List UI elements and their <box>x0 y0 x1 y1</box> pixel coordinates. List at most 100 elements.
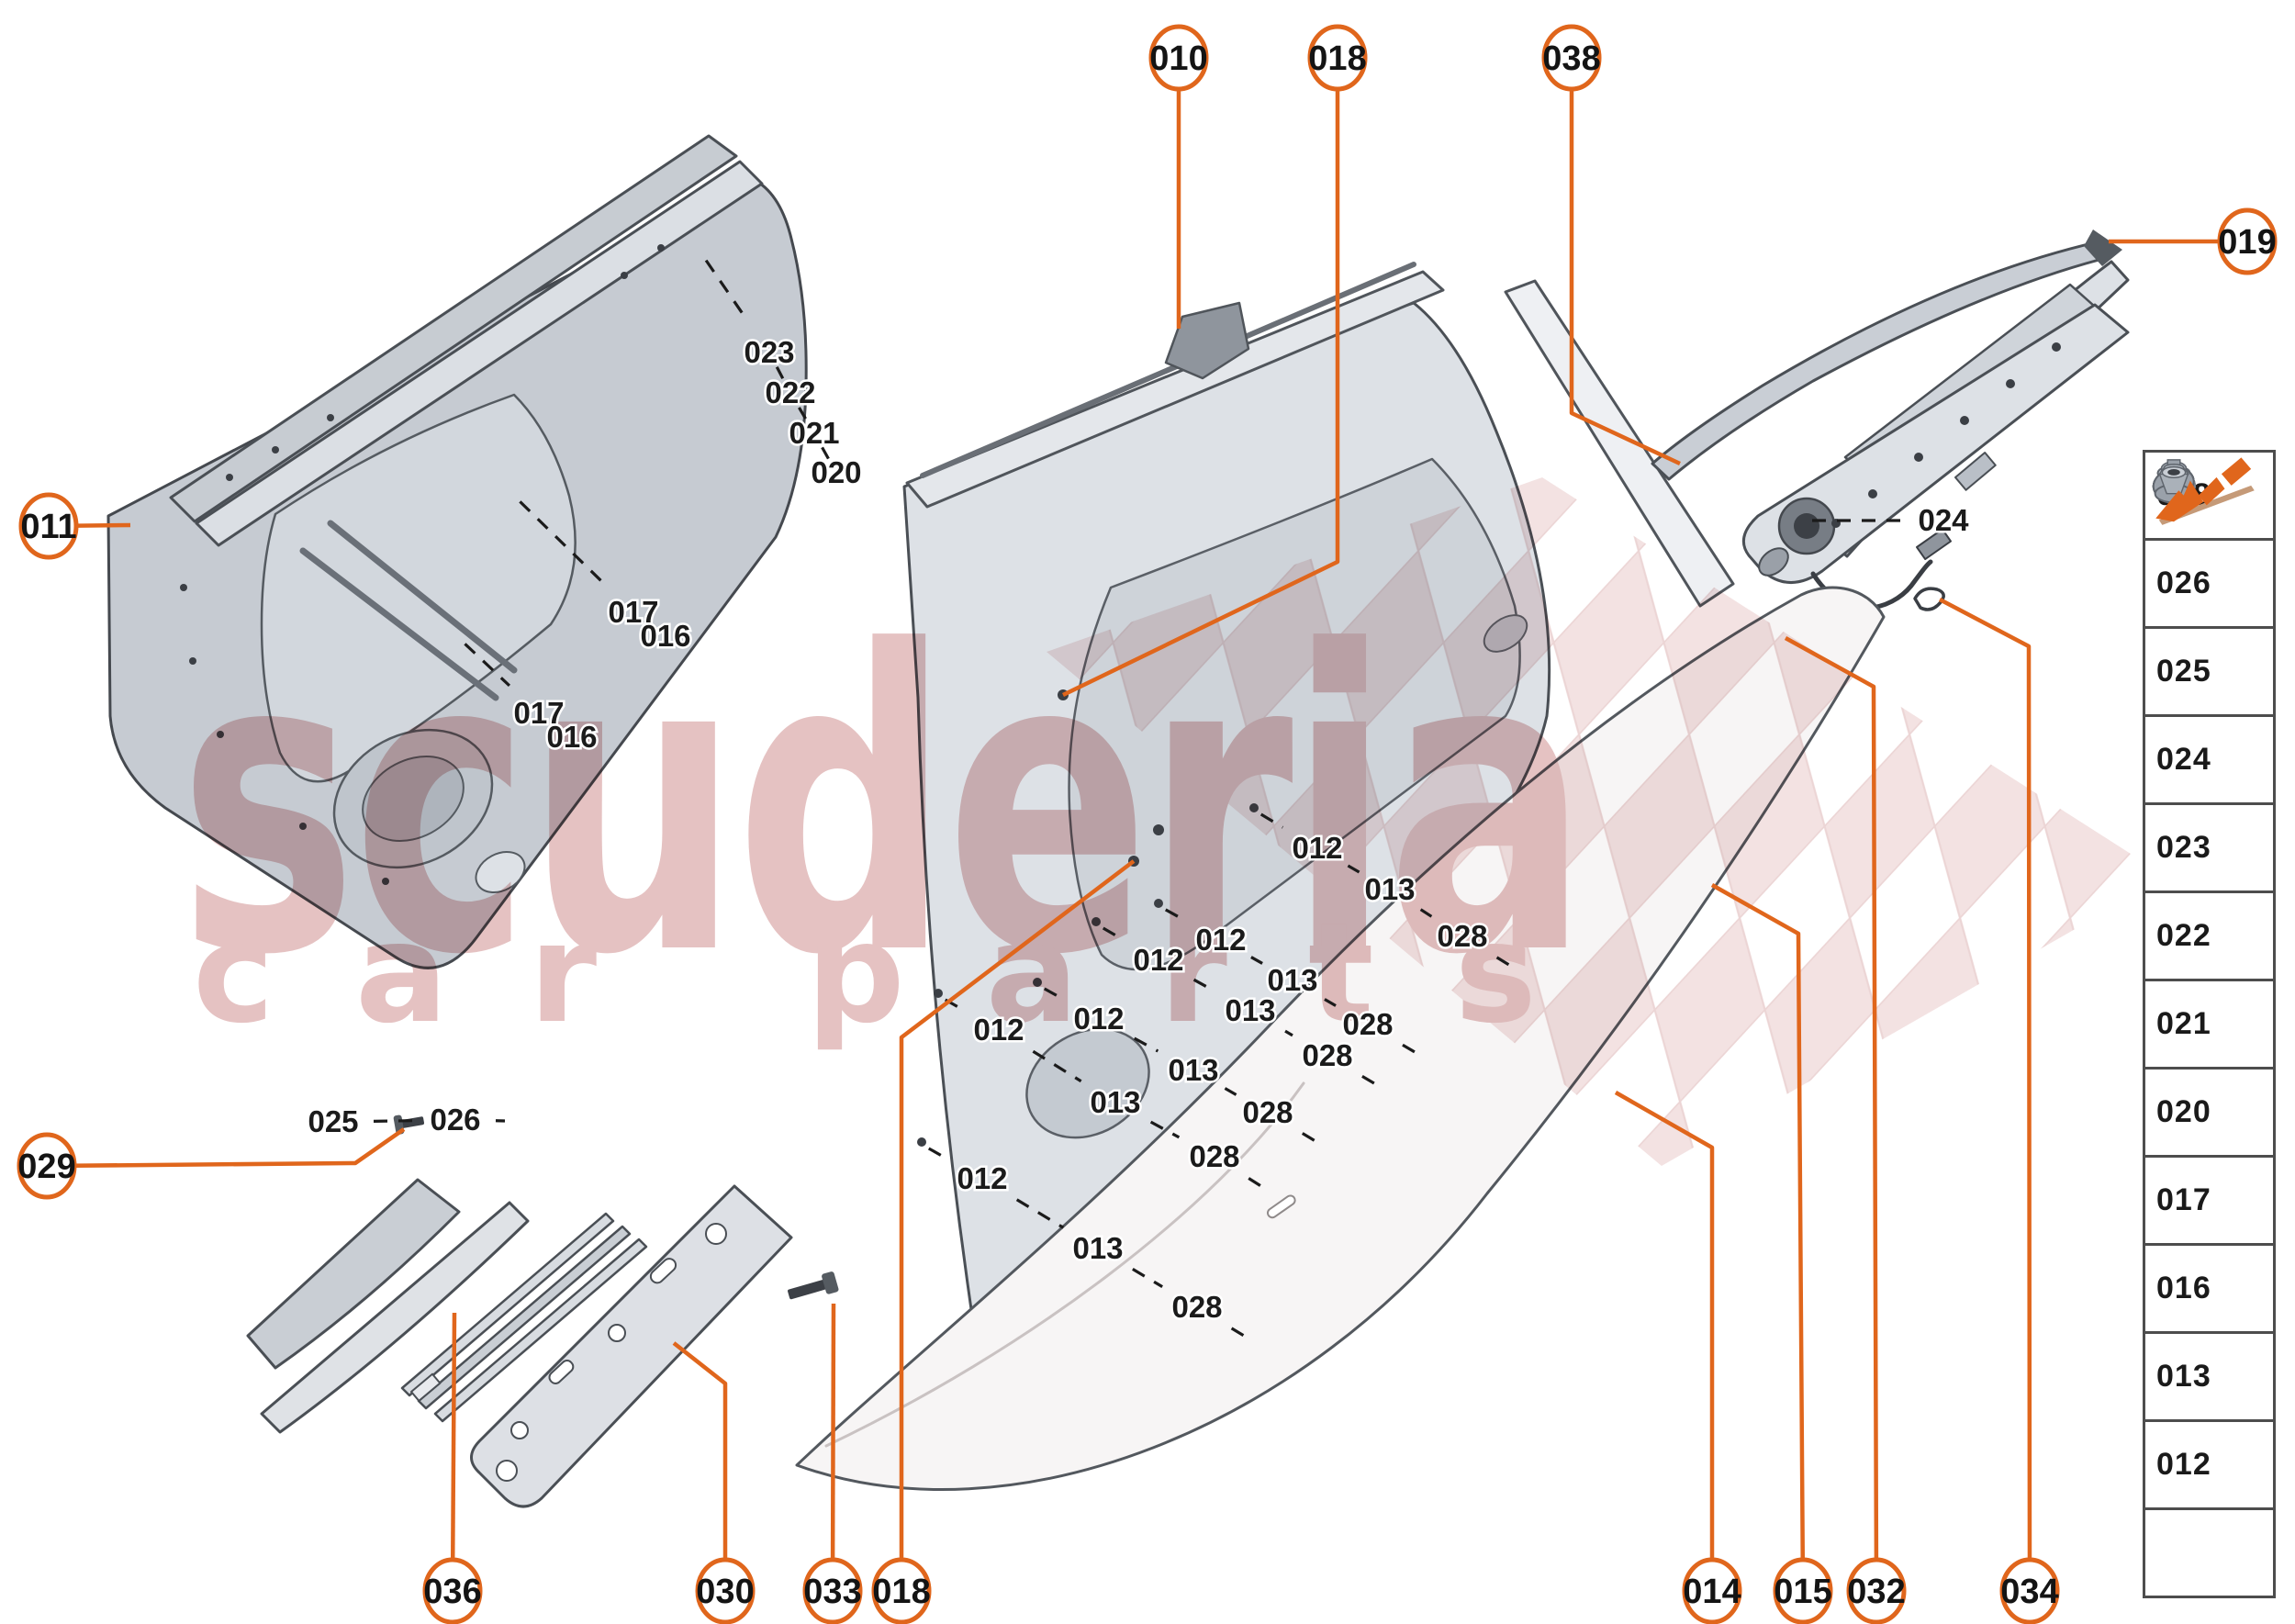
part-label-028[interactable]: 028 <box>1435 917 1490 956</box>
callout-019[interactable] <box>2217 207 2278 275</box>
callout-label-018: 018 <box>872 1573 930 1611</box>
callout-label-015: 015 <box>1774 1573 1831 1611</box>
part-label-017[interactable]: 017 <box>511 694 566 733</box>
callout-015[interactable] <box>1773 1557 1833 1624</box>
part-label-028[interactable]: 028 <box>1340 1005 1395 1044</box>
callout-032[interactable] <box>1846 1557 1907 1624</box>
dashed-leader <box>704 259 748 320</box>
part-label-012[interactable]: 012 <box>1071 1000 1126 1038</box>
dashed-leader <box>373 1119 416 1123</box>
dashed-leader <box>1230 1327 1248 1339</box>
dashed-leader <box>1250 956 1263 965</box>
legend-row-013[interactable]: 013 <box>2145 1334 2273 1422</box>
part-label-026[interactable]: 026 <box>428 1101 483 1139</box>
door-inner-frame-art <box>106 134 808 969</box>
watermark-brand-subtext: car parts <box>193 894 1618 1054</box>
dashed-leader <box>549 720 562 731</box>
callout-011[interactable] <box>18 492 79 560</box>
callout-label-018: 018 <box>1308 39 1366 78</box>
callout-036[interactable] <box>422 1557 483 1624</box>
dashed-leader <box>1301 1132 1320 1145</box>
legend-number: 025 <box>2156 654 2211 689</box>
watermark-layer: scuderia car parts <box>178 477 2166 1166</box>
part-label-022[interactable]: 022 <box>763 374 818 412</box>
dashed-leader <box>1032 1049 1082 1083</box>
legend-row-016[interactable]: 016 <box>2145 1246 2273 1334</box>
part-label-021[interactable]: 021 <box>787 414 842 453</box>
callout-label-038: 038 <box>1542 39 1600 78</box>
callout-018[interactable] <box>1307 24 1368 92</box>
callout-label-036: 036 <box>423 1573 481 1611</box>
dashed-leader <box>1224 1087 1237 1096</box>
callout-033[interactable] <box>802 1557 863 1624</box>
leader-line-032 <box>1784 636 1879 1592</box>
dashed-leader <box>1132 1268 1163 1288</box>
callout-014[interactable] <box>1682 1557 1742 1624</box>
part-label-016[interactable]: 016 <box>638 617 693 655</box>
legend-row-020[interactable]: 020 <box>2145 1070 2273 1158</box>
part-label-013[interactable]: 013 <box>1166 1051 1221 1090</box>
dashed-leader <box>1347 864 1360 874</box>
leader-line-034 <box>1938 598 2032 1592</box>
legend-number: 020 <box>2156 1094 2211 1129</box>
legend-row-025[interactable]: 025 <box>2145 629 2273 717</box>
callout-029[interactable] <box>17 1132 77 1200</box>
legend-row-026[interactable]: 026 <box>2145 541 2273 629</box>
dashed-leader <box>927 1147 948 1160</box>
part-label-020[interactable]: 020 <box>809 454 864 492</box>
callout-018[interactable] <box>871 1557 932 1624</box>
leader-line-018 <box>899 859 1136 1591</box>
leader-line-033 <box>830 1303 836 1592</box>
part-label-012[interactable]: 012 <box>1131 941 1186 980</box>
leader-line-015 <box>1710 883 1806 1592</box>
callout-034[interactable] <box>1999 1557 2060 1624</box>
callout-label-010: 010 <box>1149 39 1207 78</box>
dashed-leader <box>1149 1120 1181 1139</box>
legend-row-022[interactable]: 022 <box>2145 893 2273 981</box>
part-label-012[interactable]: 012 <box>1290 829 1345 868</box>
part-label-012[interactable]: 012 <box>1193 921 1248 959</box>
callout-label-011: 011 <box>20 508 76 546</box>
legend-row-017[interactable]: 017 <box>2145 1158 2273 1246</box>
callout-010[interactable] <box>1148 24 1209 92</box>
part-label-028[interactable]: 028 <box>1187 1137 1242 1176</box>
callout-label-034: 034 <box>2000 1573 2058 1611</box>
part-label-017[interactable]: 017 <box>606 593 661 632</box>
part-label-013[interactable]: 013 <box>1088 1083 1143 1122</box>
part-label-028[interactable]: 028 <box>1170 1288 1225 1327</box>
callout-030[interactable] <box>695 1557 756 1624</box>
part-label-013[interactable]: 013 <box>1265 961 1320 1000</box>
legend-number: 017 <box>2156 1182 2211 1217</box>
dashed-leader <box>1192 978 1216 993</box>
part-label-013[interactable]: 013 <box>1223 991 1278 1030</box>
part-label-023[interactable]: 023 <box>742 333 797 372</box>
part-label-016[interactable]: 016 <box>544 718 599 756</box>
dashed-leader <box>1164 908 1187 923</box>
part-label-025[interactable]: 025 <box>306 1103 361 1141</box>
legend-number: 026 <box>2156 566 2211 600</box>
dashed-leader <box>1259 812 1284 829</box>
part-label-012[interactable]: 012 <box>955 1159 1010 1198</box>
legend-row-012[interactable]: 012 <box>2145 1422 2273 1510</box>
callout-038[interactable] <box>1541 24 1602 92</box>
dashed-leader <box>798 407 807 420</box>
window-rail-assembly-art <box>1741 283 2130 611</box>
part-label-024[interactable]: 024 <box>1916 501 1972 540</box>
legend-row-024[interactable]: 024 <box>2145 717 2273 805</box>
legend-number: 022 <box>2156 918 2211 953</box>
part-label-028[interactable]: 028 <box>1240 1093 1295 1132</box>
dashed-leader <box>1015 1198 1065 1229</box>
part-label-012[interactable]: 012 <box>971 1011 1026 1049</box>
dashed-leader <box>1361 1074 1379 1087</box>
legend-row-021[interactable]: 021 <box>2145 981 2273 1070</box>
dashed-leader <box>1248 1177 1267 1191</box>
fastener-legend: 028026025024023022021020017016013012 <box>2143 450 2276 1598</box>
callout-label-032: 032 <box>1847 1573 1905 1611</box>
dashed-leader <box>1324 998 1337 1007</box>
part-label-028[interactable]: 028 <box>1300 1036 1355 1075</box>
part-label-013[interactable]: 013 <box>1070 1229 1125 1268</box>
part-label-013[interactable]: 013 <box>1362 870 1417 909</box>
leader-line-038 <box>1569 58 1681 466</box>
legend-row-023[interactable]: 023 <box>2145 805 2273 893</box>
